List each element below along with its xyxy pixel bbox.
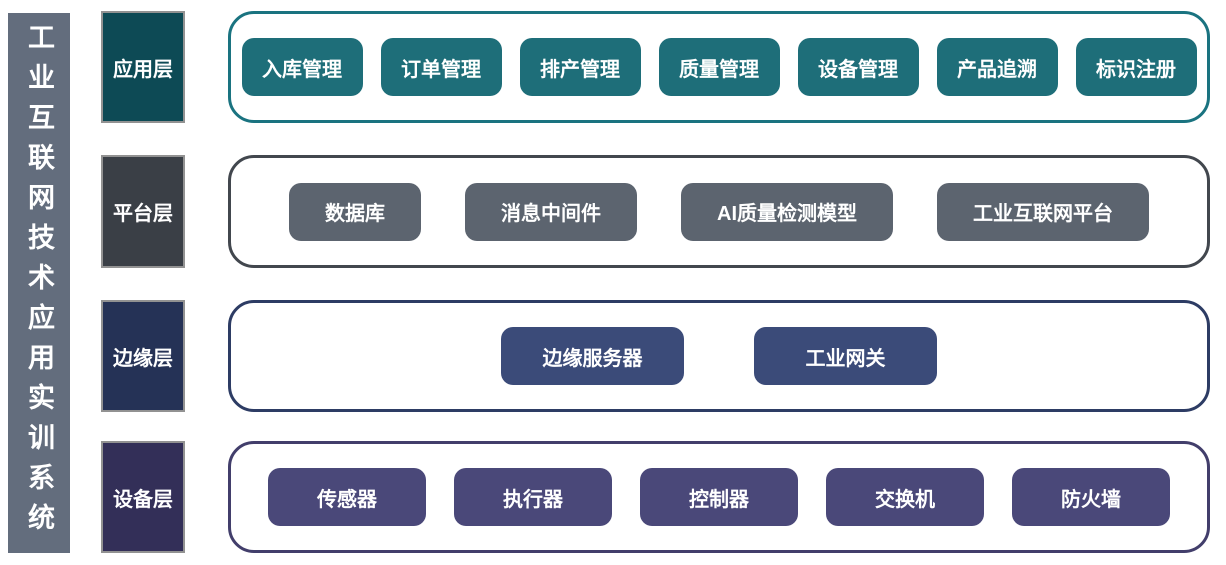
layer-container-application: 入库管理 订单管理 排产管理 质量管理 设备管理 产品追溯 标识注册 — [228, 11, 1210, 123]
system-title: 工业互联网技术应用实训系统 — [24, 23, 54, 543]
module-box: 边缘服务器 — [501, 327, 684, 385]
layer-label-device: 设备层 — [101, 441, 185, 553]
layer-row-application: 应用层 入库管理 订单管理 排产管理 质量管理 设备管理 产品追溯 标识注册 — [101, 11, 1210, 123]
module-box: 工业互联网平台 — [937, 182, 1149, 241]
module-box: 交换机 — [826, 468, 984, 526]
system-title-bar: 工业互联网技术应用实训系统 — [8, 13, 70, 553]
layer-row-edge: 边缘层 边缘服务器 工业网关 — [101, 300, 1210, 412]
module-box: 执行器 — [454, 468, 612, 526]
module-box: 工业网关 — [754, 327, 937, 385]
module-box: 消息中间件 — [465, 182, 637, 241]
layer-container-edge: 边缘服务器 工业网关 — [228, 300, 1210, 412]
layer-label-edge: 边缘层 — [101, 300, 185, 412]
module-box: 排产管理 — [519, 38, 641, 96]
layer-container-device: 传感器 执行器 控制器 交换机 防火墙 — [228, 441, 1210, 553]
layer-container-platform: 数据库 消息中间件 AI质量检测模型 工业互联网平台 — [228, 155, 1210, 268]
layer-label-platform: 平台层 — [101, 155, 185, 268]
module-box: 设备管理 — [797, 38, 919, 96]
layer-label-application: 应用层 — [101, 11, 185, 123]
module-box: 防火墙 — [1012, 468, 1170, 526]
layer-row-platform: 平台层 数据库 消息中间件 AI质量检测模型 工业互联网平台 — [101, 155, 1210, 268]
module-box: 订单管理 — [380, 38, 502, 96]
module-box: 数据库 — [289, 182, 421, 241]
module-box: 标识注册 — [1075, 38, 1197, 96]
module-box: AI质量检测模型 — [681, 182, 893, 241]
module-box: 入库管理 — [241, 38, 363, 96]
module-box: 质量管理 — [658, 38, 780, 96]
module-box: 传感器 — [268, 468, 426, 526]
module-box: 控制器 — [640, 468, 798, 526]
layer-row-device: 设备层 传感器 执行器 控制器 交换机 防火墙 — [101, 441, 1210, 553]
module-box: 产品追溯 — [936, 38, 1058, 96]
